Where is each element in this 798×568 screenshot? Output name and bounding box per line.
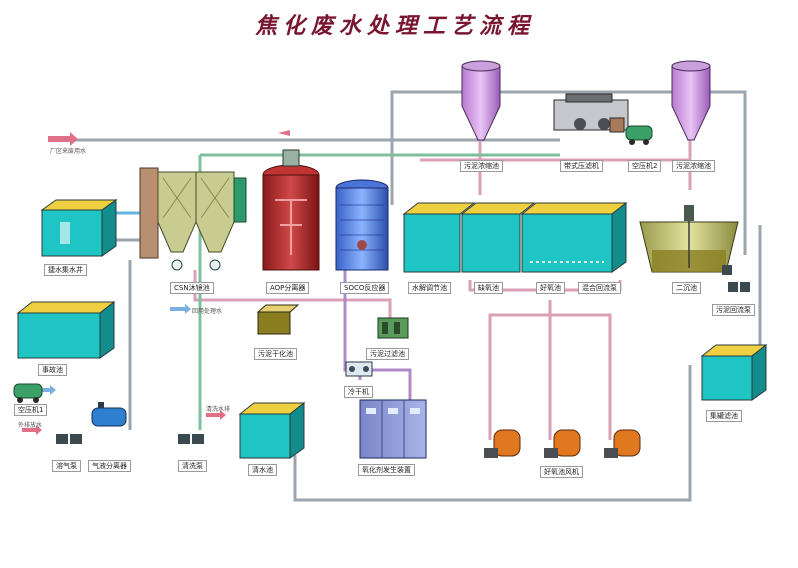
tank-soco [335, 179, 389, 271]
label-clean-note: 清洗水排 [206, 406, 231, 413]
label-sludge-thickener-1: 污泥浓缩池 [460, 160, 503, 172]
unit-cooler [345, 361, 373, 377]
tank-final [700, 343, 768, 401]
unit-air-compressor-1 [13, 383, 43, 403]
label-aerobic: 好氧池 [536, 282, 565, 294]
tank-secondary [639, 205, 739, 273]
tank-csn [139, 167, 247, 271]
label-anoxic: 缺氧池 [474, 282, 503, 294]
pipe-gray-left [110, 238, 150, 430]
unit-blowers [484, 429, 641, 458]
pipe-purple-ozone [343, 265, 412, 400]
label-dissolved-air: 溶气泵 [52, 460, 81, 472]
label-csn: CSN沐镜池 [170, 282, 214, 294]
pipe-gray-top [390, 90, 747, 255]
label-sludge-thickener-2: 污泥浓缩池 [672, 160, 715, 172]
label-aop: AOP分离器 [266, 282, 310, 294]
inflow-arrows [22, 130, 290, 435]
label-ozone-generator: 氧化剂发生装置 [358, 464, 415, 476]
label-soco: SOCO反应器 [340, 282, 390, 294]
label-gas-separator: 气液分离器 [88, 460, 131, 472]
pipe-pink-csn [193, 270, 392, 320]
unit-belt-press [553, 93, 629, 133]
label-cooler: 冷干机 [344, 386, 373, 398]
label-secondary: 二沉池 [672, 282, 701, 294]
label-air-compressor-1: 空压机1 [14, 404, 48, 416]
label-wash-pump: 清洗泵 [178, 460, 207, 472]
label-final-pool: 集罐滤池 [706, 410, 742, 422]
tank-sludge-thickener-1 [461, 60, 501, 141]
tank-sludge-thickener-2 [671, 60, 711, 141]
tank-clear [238, 401, 306, 459]
label-sludge-dry: 污泥干化池 [254, 348, 297, 360]
unit-pumps [56, 265, 750, 444]
label-air-compressor-2: 空压机2 [628, 160, 662, 172]
label-equalize: 水解调节池 [408, 282, 451, 294]
label-inflow-note: 厂区来废用水 [50, 148, 87, 155]
tank-sludge-filter [377, 317, 409, 339]
label-sludge-return: 污泥回流泵 [712, 304, 755, 316]
tank-aop [262, 149, 320, 271]
unit-air-compressor-2 [625, 125, 653, 145]
unit-gas-separator [91, 402, 127, 427]
tank-sludge-dry [256, 304, 300, 335]
label-belt-press: 带式压滤机 [560, 160, 603, 172]
label-outlet-note: 外排放水 [18, 422, 43, 429]
tank-biological-train [402, 201, 628, 273]
diagram-title: 焦化废水处理工艺流程 [254, 13, 535, 39]
label-reuse-note: 回用处理水 [192, 308, 223, 315]
tank-accident [16, 300, 116, 359]
label-feed-well: 捷水集水井 [44, 264, 87, 276]
label-blower: 好氧池风机 [540, 466, 583, 478]
label-mix-return: 混合回流泵 [578, 282, 621, 294]
unit-ozone-generator [359, 399, 427, 459]
label-accident: 事故池 [38, 364, 67, 376]
label-sludge-filter: 污泥过滤池 [366, 348, 409, 360]
pipe-gray-bottom [293, 365, 692, 502]
label-clear-pool: 清水池 [248, 464, 277, 476]
tank-feed-well [40, 199, 118, 257]
